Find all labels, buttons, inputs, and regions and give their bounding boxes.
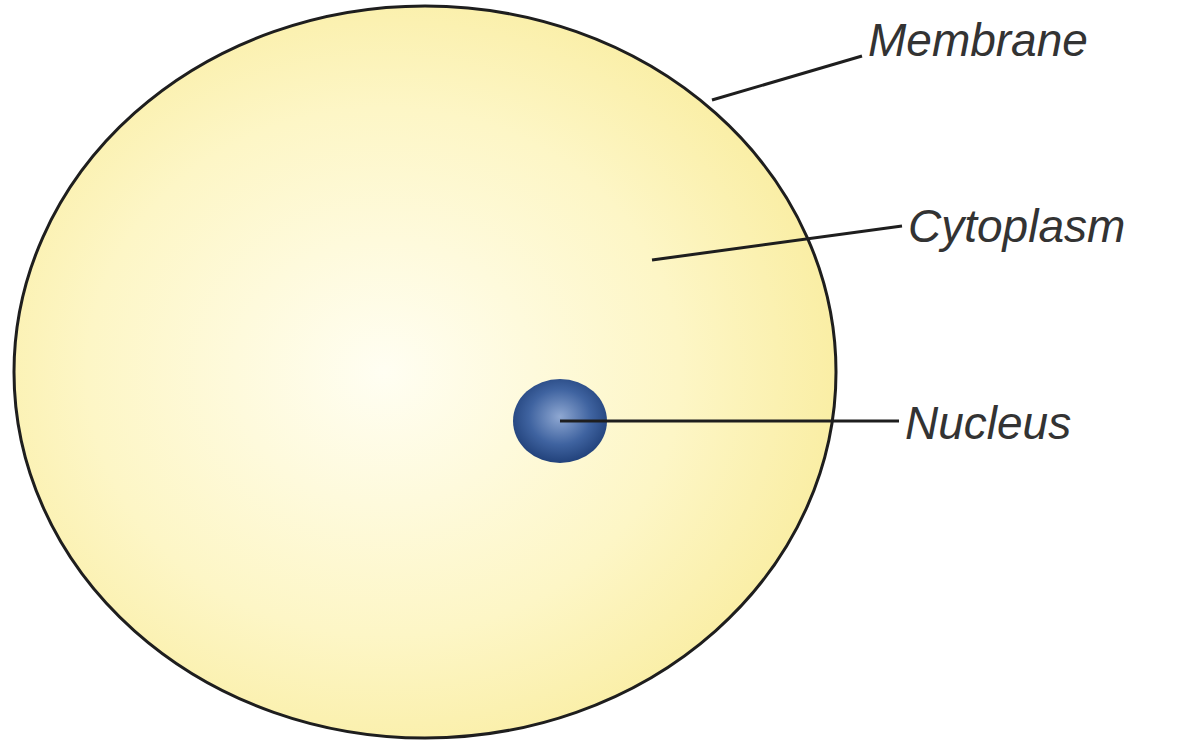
- leader-line: [652, 226, 902, 260]
- leader-line: [712, 56, 862, 100]
- leader-line: [560, 420, 899, 423]
- part-label: Membrane: [868, 14, 1088, 67]
- part-label: Cytoplasm: [908, 200, 1125, 253]
- cell-membrane: [14, 6, 836, 738]
- part-label: Nucleus: [905, 397, 1071, 450]
